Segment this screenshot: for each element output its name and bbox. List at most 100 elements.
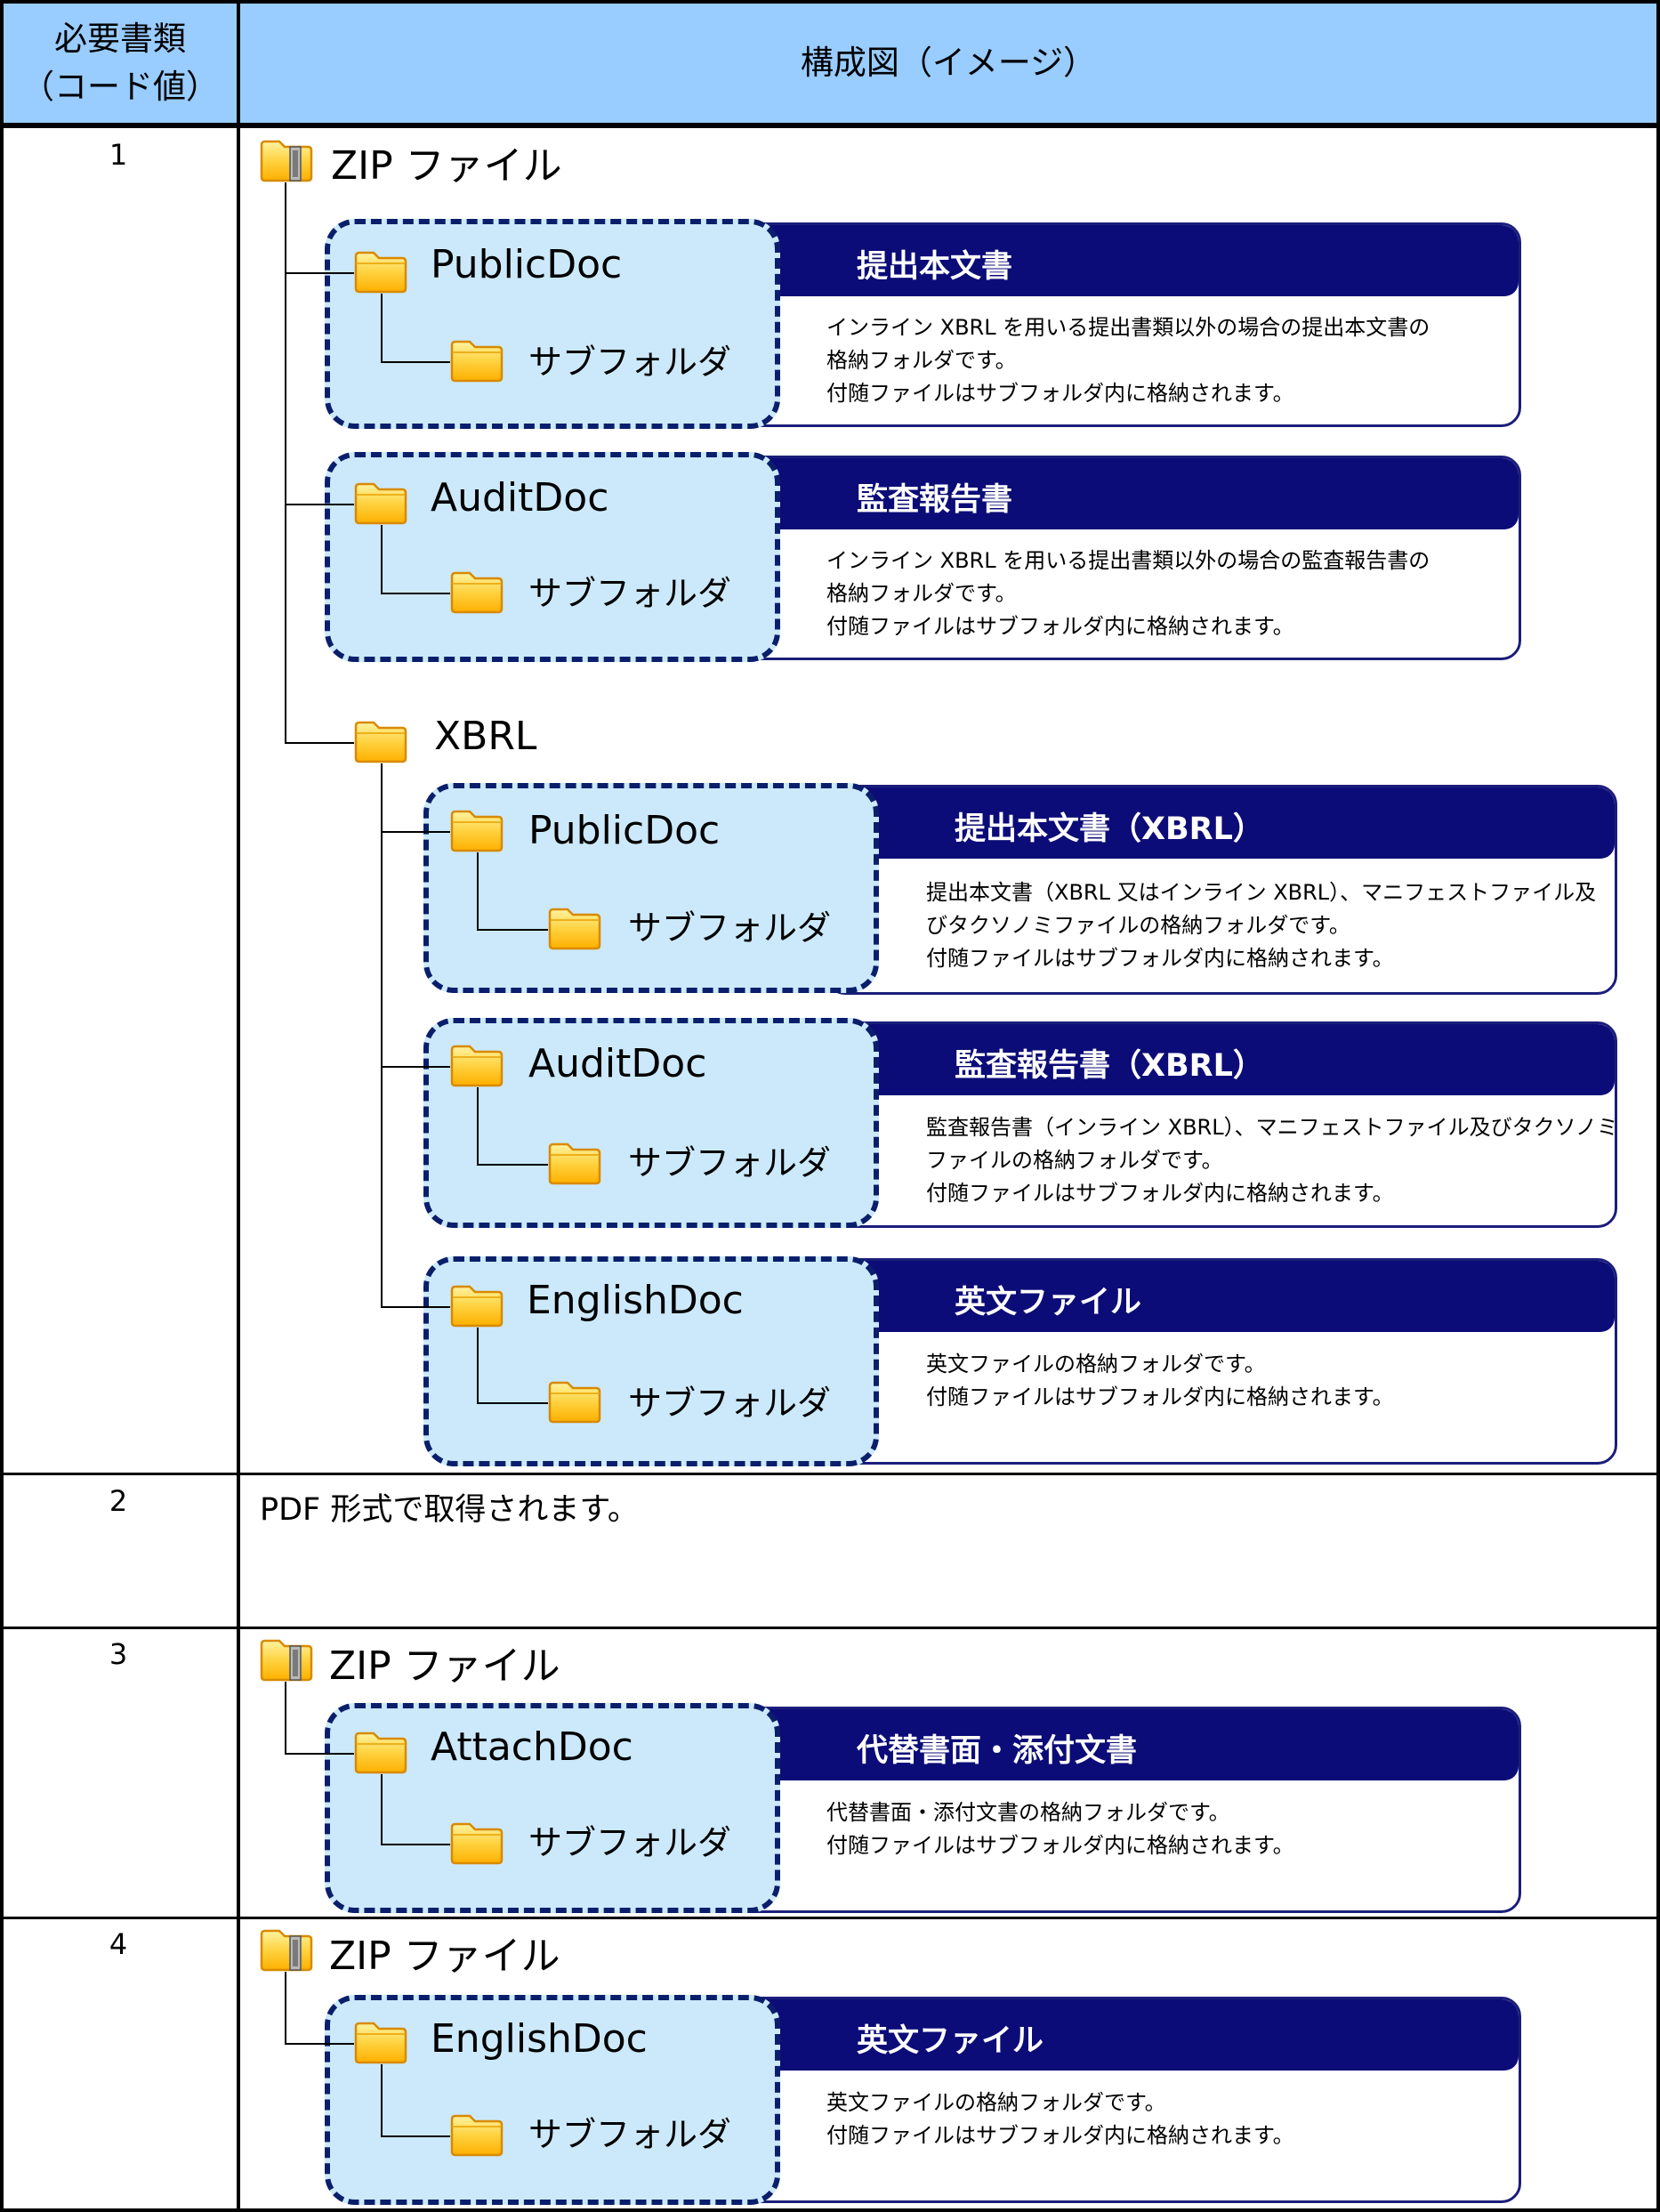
tree-line bbox=[285, 1682, 286, 1755]
row-code-3: 3 bbox=[109, 1637, 128, 1671]
tree-line bbox=[381, 294, 383, 363]
folder-label-englishdoc: EnglishDoc bbox=[431, 2016, 648, 2062]
header-col1-line2: （コード値） bbox=[21, 68, 219, 106]
tree-branch bbox=[381, 361, 450, 363]
folder-label-auditdoc: AuditDoc bbox=[528, 1041, 707, 1086]
tree-line bbox=[477, 852, 479, 931]
folder-group-xbrl-auditdoc bbox=[423, 1018, 879, 1228]
card-title: 代替書面・添付文書 bbox=[857, 1733, 1138, 1769]
pdf-note: PDF 形式で取得されます。 bbox=[260, 1492, 639, 1528]
card-header bbox=[732, 225, 1519, 296]
card-desc-line3: 付随ファイルはサブフォルダ内に格納されます。 bbox=[926, 946, 1394, 971]
card-publicdoc: 提出本文書 インライン XBRL を用いる提出書類以外の場合の提出本文書の 格納… bbox=[729, 222, 1521, 427]
tree-branch bbox=[285, 742, 354, 744]
tree-branch bbox=[477, 1164, 548, 1166]
folder-group-englishdoc bbox=[325, 1995, 780, 2205]
row-code-4: 4 bbox=[109, 1927, 128, 1961]
card-header bbox=[828, 1261, 1615, 1332]
tree-branch bbox=[285, 272, 354, 274]
folder-label-englishdoc: EnglishDoc bbox=[527, 1278, 744, 1323]
row-divider-1 bbox=[0, 1473, 1660, 1475]
subfolder-icon bbox=[450, 569, 504, 614]
card-desc-line1: 代替書面・添付文書の格納フォルダです。 bbox=[826, 1800, 1230, 1825]
tree-branch bbox=[477, 929, 548, 931]
card-desc-line1: 提出本文書（XBRL 又はインライン XBRL）、マニフェストファイル及 bbox=[926, 880, 1597, 905]
zip-label: ZIP ファイル bbox=[329, 1933, 560, 1979]
tree-line bbox=[477, 1087, 479, 1166]
card-header bbox=[732, 1999, 1519, 2071]
folder-label-auditdoc: AuditDoc bbox=[431, 475, 609, 521]
card-header bbox=[732, 458, 1519, 529]
card-auditdoc: 監査報告書 インライン XBRL を用いる提出書類以外の場合の監査報告書の 格納… bbox=[729, 456, 1521, 660]
card-title: 提出本文書 bbox=[857, 249, 1013, 285]
card-header bbox=[828, 1024, 1615, 1095]
card-title: 監査報告書 bbox=[857, 482, 1013, 518]
card-xbrl-publicdoc: 提出本文書（XBRL） 提出本文書（XBRL 又はインライン XBRL）、マニフ… bbox=[826, 785, 1617, 995]
folder-icon bbox=[354, 2020, 407, 2064]
card-xbrl-auditdoc: 監査報告書（XBRL） 監査報告書（インライン XBRL）、マニフェストファイル… bbox=[826, 1021, 1617, 1228]
folder-group-auditdoc bbox=[325, 452, 780, 662]
folder-icon bbox=[450, 808, 504, 852]
column-divider bbox=[237, 0, 240, 2212]
folder-icon bbox=[354, 249, 407, 294]
tree-line bbox=[285, 1972, 286, 2045]
subfolder-icon bbox=[450, 2112, 504, 2157]
card-desc-line1: 英文ファイルの格納フォルダです。 bbox=[826, 2090, 1166, 2115]
subfolder-icon bbox=[548, 1141, 601, 1185]
folder-label-publicdoc: PublicDoc bbox=[431, 242, 623, 287]
folder-label-xbrl: XBRL bbox=[434, 714, 537, 759]
subfolder-icon bbox=[548, 906, 601, 950]
row-divider-3 bbox=[0, 1917, 1660, 1919]
row-code-2: 2 bbox=[109, 1484, 128, 1518]
zip-folder-icon bbox=[260, 138, 313, 182]
header-divider bbox=[0, 123, 1660, 128]
zip-folder-icon bbox=[260, 1927, 313, 1972]
subfolder-icon bbox=[450, 338, 504, 383]
zip-label: ZIP ファイル bbox=[329, 1643, 560, 1689]
tree-line bbox=[381, 763, 383, 1308]
table-border-left bbox=[0, 0, 4, 2212]
card-desc-line3: 付随ファイルはサブフォルダ内に格納されます。 bbox=[926, 1181, 1394, 1206]
row-code-1: 1 bbox=[109, 138, 128, 172]
tree-branch bbox=[381, 2135, 450, 2137]
subfolder-label: サブフォルダ bbox=[528, 1823, 732, 1862]
card-desc-line1: 英文ファイルの格納フォルダです。 bbox=[926, 1352, 1266, 1376]
card-desc-line2: びタクソノミファイルの格納フォルダです。 bbox=[926, 913, 1350, 938]
tree-line bbox=[477, 1328, 479, 1404]
header-col-documents: 必要書類 （コード値） bbox=[4, 4, 237, 123]
card-englishdoc: 英文ファイル 英文ファイルの格納フォルダです。 付随ファイルはサブフォルダ内に格… bbox=[729, 1997, 1521, 2203]
card-title: 英文ファイル bbox=[857, 2023, 1044, 2059]
card-title: 英文ファイル bbox=[955, 1285, 1142, 1320]
card-title: 提出本文書（XBRL） bbox=[955, 811, 1264, 847]
header-col2-label: 構成図（イメージ） bbox=[800, 44, 1097, 83]
tree-branch bbox=[477, 1402, 548, 1404]
tree-branch bbox=[285, 504, 354, 505]
card-attachdoc: 代替書面・添付文書 代替書面・添付文書の格納フォルダです。 付随ファイルはサブフ… bbox=[729, 1707, 1521, 1913]
tree-branch bbox=[381, 593, 450, 594]
card-header bbox=[828, 787, 1615, 859]
folder-label-attachdoc: AttachDoc bbox=[431, 1724, 633, 1770]
folder-label-publicdoc: PublicDoc bbox=[528, 808, 721, 853]
folder-icon bbox=[354, 1730, 407, 1774]
folder-group-publicdoc bbox=[325, 219, 780, 429]
card-desc-line2: 付随ファイルはサブフォルダ内に格納されます。 bbox=[826, 1833, 1294, 1858]
card-header bbox=[732, 1709, 1519, 1780]
subfolder-icon bbox=[548, 1379, 601, 1424]
subfolder-label: サブフォルダ bbox=[528, 343, 732, 382]
table-border-bottom bbox=[0, 2208, 1660, 2212]
card-desc-line1: 監査報告書（インライン XBRL）、マニフェストファイル及びタクソノミ bbox=[926, 1115, 1617, 1140]
card-desc-line1: インライン XBRL を用いる提出書類以外の場合の監査報告書の bbox=[826, 548, 1430, 573]
tree-branch bbox=[285, 2043, 354, 2045]
header-col-diagram: 構成図（イメージ） bbox=[240, 4, 1656, 123]
card-desc-line2: 格納フォルダです。 bbox=[826, 348, 1017, 373]
tree-branch bbox=[381, 1066, 450, 1068]
tree-line bbox=[381, 2064, 383, 2137]
zip-folder-icon bbox=[260, 1637, 313, 1682]
card-desc-line2: 格納フォルダです。 bbox=[826, 581, 1017, 606]
subfolder-label: サブフォルダ bbox=[628, 1143, 832, 1183]
tree-branch bbox=[381, 1844, 450, 1845]
tree-branch bbox=[285, 1753, 354, 1755]
tree-line bbox=[381, 1774, 383, 1845]
card-desc-line2: 付随ファイルはサブフォルダ内に格納されます。 bbox=[926, 1385, 1394, 1409]
table-border-right bbox=[1656, 0, 1660, 2212]
